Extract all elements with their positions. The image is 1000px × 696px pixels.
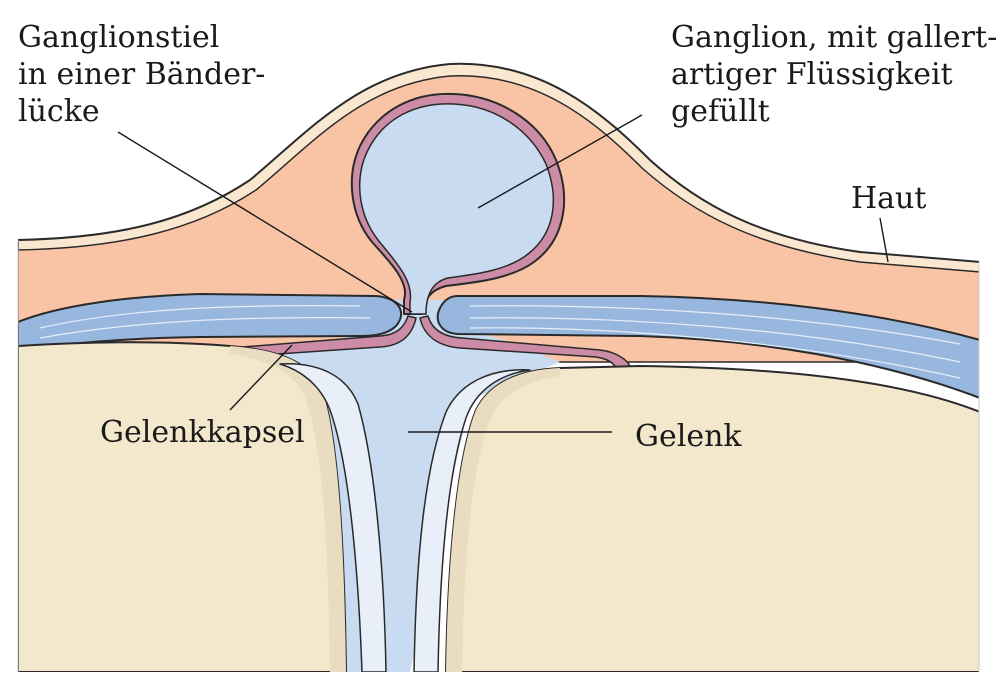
ligament-right (436, 295, 979, 399)
leader-skin (879, 217, 889, 263)
bone-left-shade (230, 346, 346, 672)
leader-ganglion (477, 114, 643, 209)
ligament-left (18, 293, 403, 351)
label-joint: Gelenk (635, 419, 742, 454)
ganglion-sac-fluid (359, 103, 555, 315)
label-ganglion-stalk: Ganglionstiel in einer Bänder- lücke (18, 19, 265, 130)
leader-capsule (229, 344, 293, 411)
cartilage-left (279, 363, 387, 672)
ligament-fibers (39, 305, 961, 379)
leader-lines (117, 114, 889, 433)
bone-right-shade (446, 368, 560, 672)
leader-stalk (117, 131, 413, 313)
label-line: gefüllt (671, 94, 770, 129)
label-line: in einer Bänder- (18, 57, 266, 92)
label-skin: Haut (851, 181, 927, 216)
label-line: Ganglionstiel (18, 20, 220, 55)
label-line: lücke (18, 94, 100, 129)
label-line: Ganglion, mit gallert- (671, 20, 998, 55)
label-line: artiger Flüssigkeit (671, 57, 953, 92)
bone-left (18, 341, 347, 672)
label-joint-capsule: Gelenkkapsel (100, 415, 305, 450)
label-ganglion: Ganglion, mit gallert- artiger Flüssigke… (671, 19, 997, 130)
bone-right (445, 365, 979, 672)
cartilage-right (413, 369, 531, 672)
